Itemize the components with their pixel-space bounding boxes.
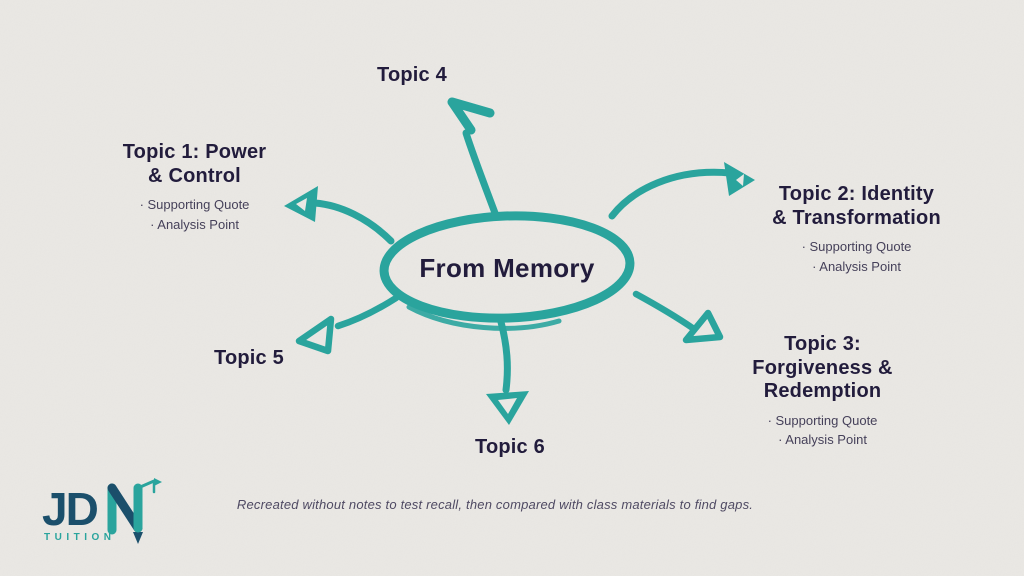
topic-3-bullet-analysis: · Analysis Point (778, 432, 867, 448)
crane-icon (136, 479, 156, 490)
arrow-topic-5-stem (334, 294, 400, 330)
topic-3-block: Topic 3: Forgiveness & Redemption · Supp… (730, 333, 915, 450)
arrow-topic-1-head-notch (296, 198, 307, 211)
topic-2-title: Topic 2: Identity & Transformation (772, 183, 941, 229)
arrow-topic-2-head-notch (736, 174, 744, 186)
topic-6-title: Topic 6 (475, 436, 545, 458)
arrow-topic-4-stem (462, 129, 499, 217)
topic-1-title: Topic 1: Power & Control (122, 141, 267, 187)
center-ellipse (379, 211, 635, 323)
topic-2-bullet-analysis: · Analysis Point (812, 258, 901, 274)
topic-1-bullets: · Supporting Quote · Analysis Point (107, 195, 282, 234)
arrow-topic-1-stem (311, 199, 395, 245)
topic-3-bullet-quote: · Supporting Quote (767, 412, 878, 428)
caption: Recreated without notes to test recall, … (236, 497, 754, 512)
arrow-topic-6-stem (497, 318, 511, 394)
arrow-topic-6-head-notch (498, 398, 517, 414)
center-ellipse-double-stroke (406, 304, 562, 331)
center-node-label: From Memory (419, 253, 595, 283)
topic-3-bullets: · Supporting Quote · Analysis Point (730, 411, 915, 450)
logo-tuition-text: TUITION (44, 532, 116, 543)
topic-2-block: Topic 2: Identity & Transformation · Sup… (764, 183, 949, 276)
arrow-topic-2-stem (608, 168, 734, 220)
arrow-topic-5-head (295, 315, 335, 355)
arrow-topic-3-head (682, 309, 724, 344)
topic-2-bullets: · Supporting Quote · Analysis Point (764, 237, 949, 276)
topic-1-bullet-analysis: · Analysis Point (150, 216, 239, 232)
topic-1-block: Topic 1: Power & Control · Supporting Qu… (107, 141, 282, 234)
topic-5-title: Topic 5 (214, 347, 284, 369)
arrow-topic-3-stem (632, 290, 698, 333)
topic-1-bullet-quote: · Supporting Quote (139, 197, 250, 213)
topic-3-title: Topic 3: Forgiveness & Redemption (752, 333, 893, 403)
topic-5-block: Topic 5 (179, 347, 319, 371)
topic-4-block: Topic 4 (337, 64, 487, 88)
arrow-topic-4-head (447, 97, 495, 135)
topic-6-block: Topic 6 (440, 436, 580, 460)
pencil-tip-icon (133, 532, 143, 544)
logo-n-glyph (107, 478, 162, 544)
topic-4-title: Topic 4 (377, 64, 447, 86)
topic-2-bullet-quote: · Supporting Quote (801, 239, 912, 255)
jdn-tuition-logo: JD TUITION (42, 478, 172, 561)
logo-jd-text: JD (42, 483, 99, 535)
